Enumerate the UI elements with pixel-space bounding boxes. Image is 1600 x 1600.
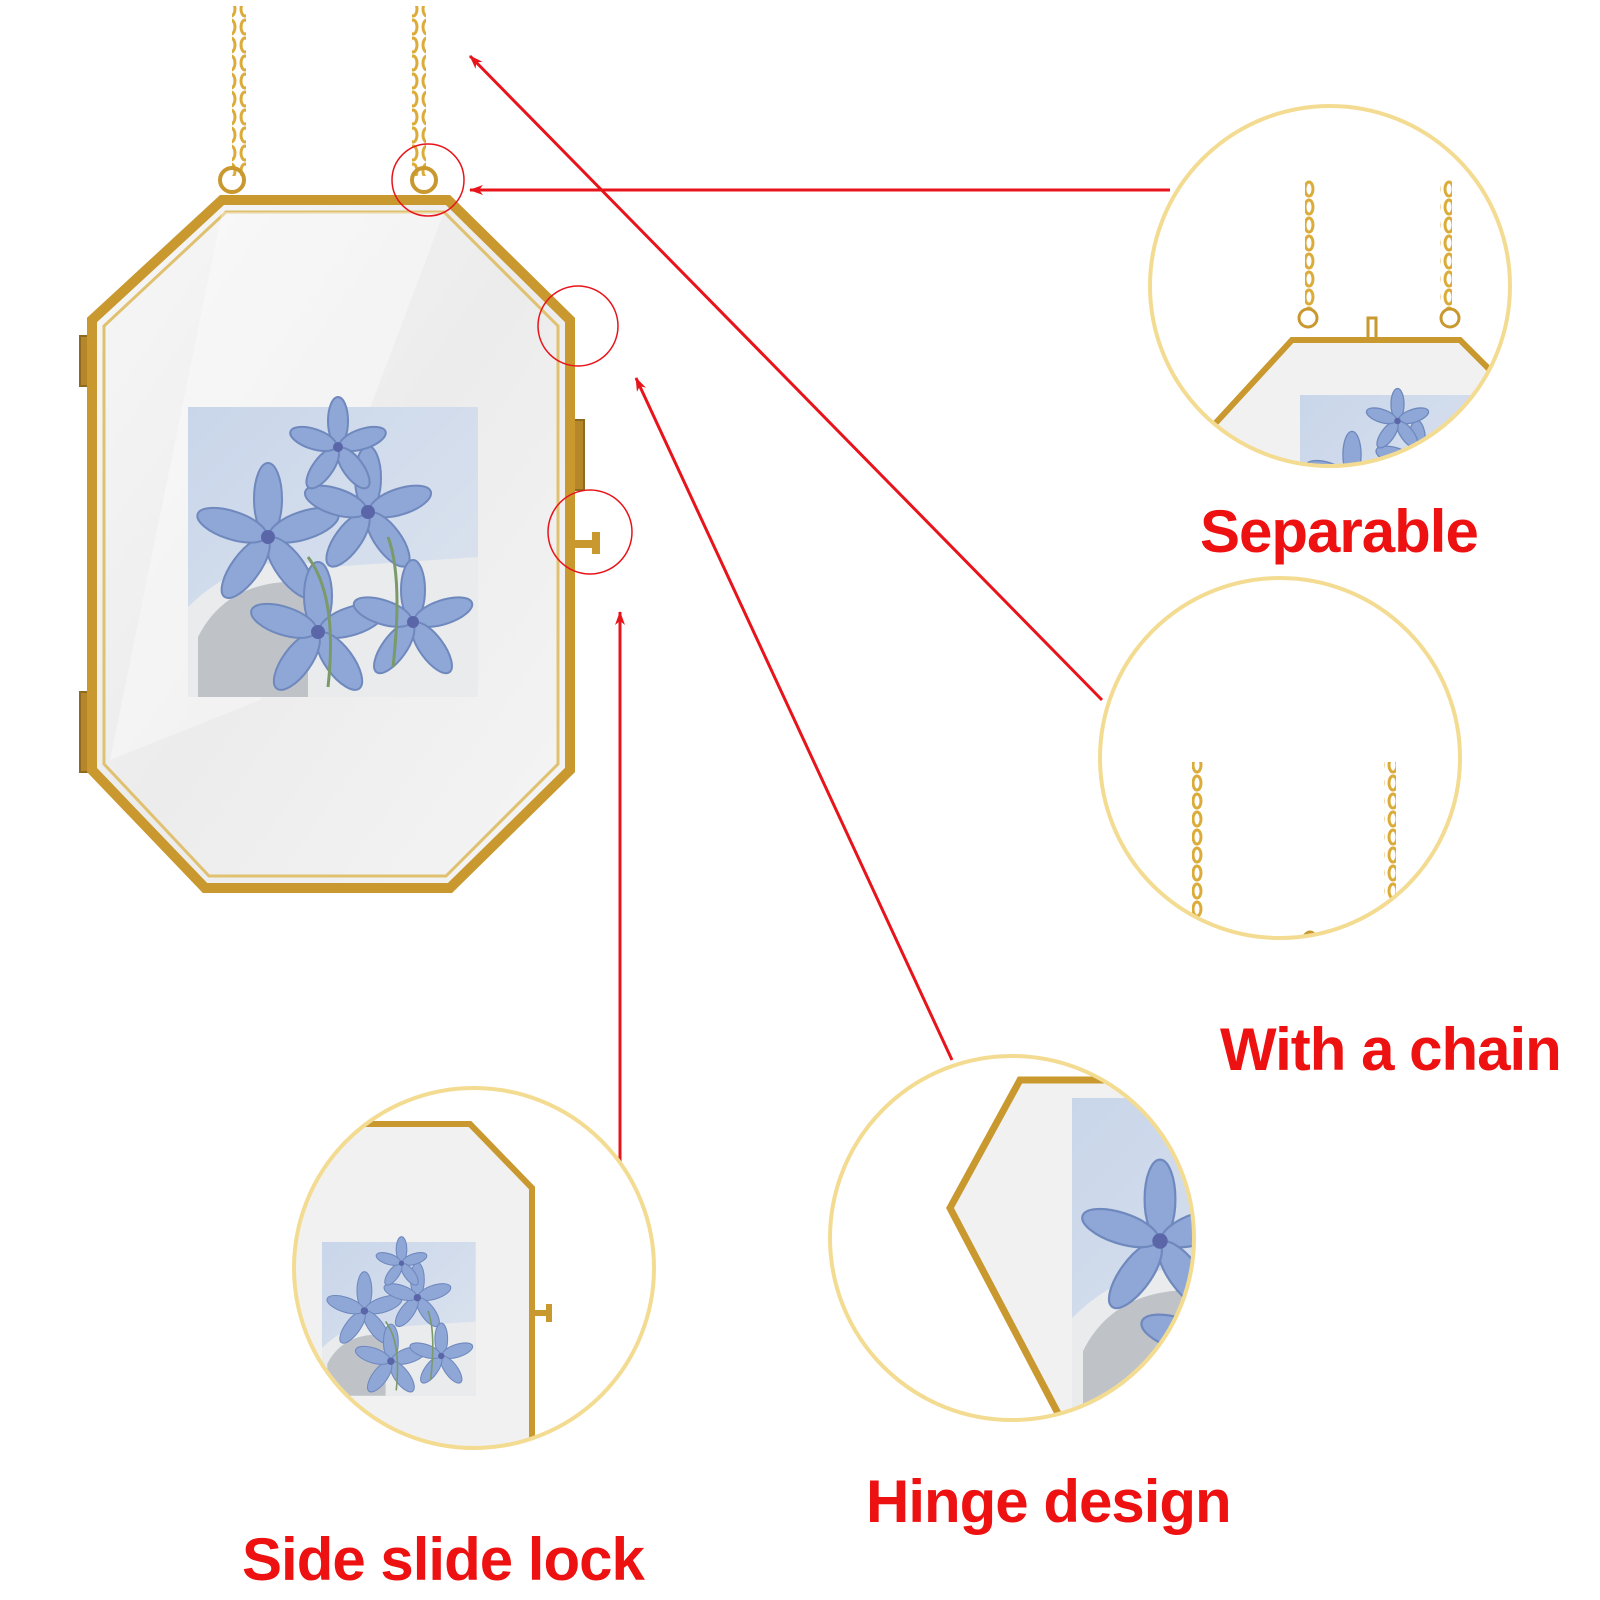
slide-lock-pin [568,532,600,554]
main-frame-product [79,6,633,893]
callout-arrows [468,54,1170,1182]
detail-circle-chain [1098,576,1462,940]
separable-label: Separable [1200,498,1479,565]
side-slide-lock-label: Side slide lock [242,1526,645,1593]
highlight-circle-hinge [537,285,619,367]
arrow-chain [468,54,1104,702]
detail-circle-hinge [828,1054,1196,1422]
detail-circle-lock [292,1086,656,1450]
hinge-design-label: Hinge design [866,1468,1232,1535]
detail-circle-separable [1148,104,1512,468]
highlight-circle-top [391,143,465,217]
highlight-circle-lock [547,489,633,575]
hanging-chain [218,6,438,194]
flower-photo [186,395,480,699]
with-a-chain-label: With a chain [1220,1016,1562,1083]
arrow-hinge [634,377,954,1061]
